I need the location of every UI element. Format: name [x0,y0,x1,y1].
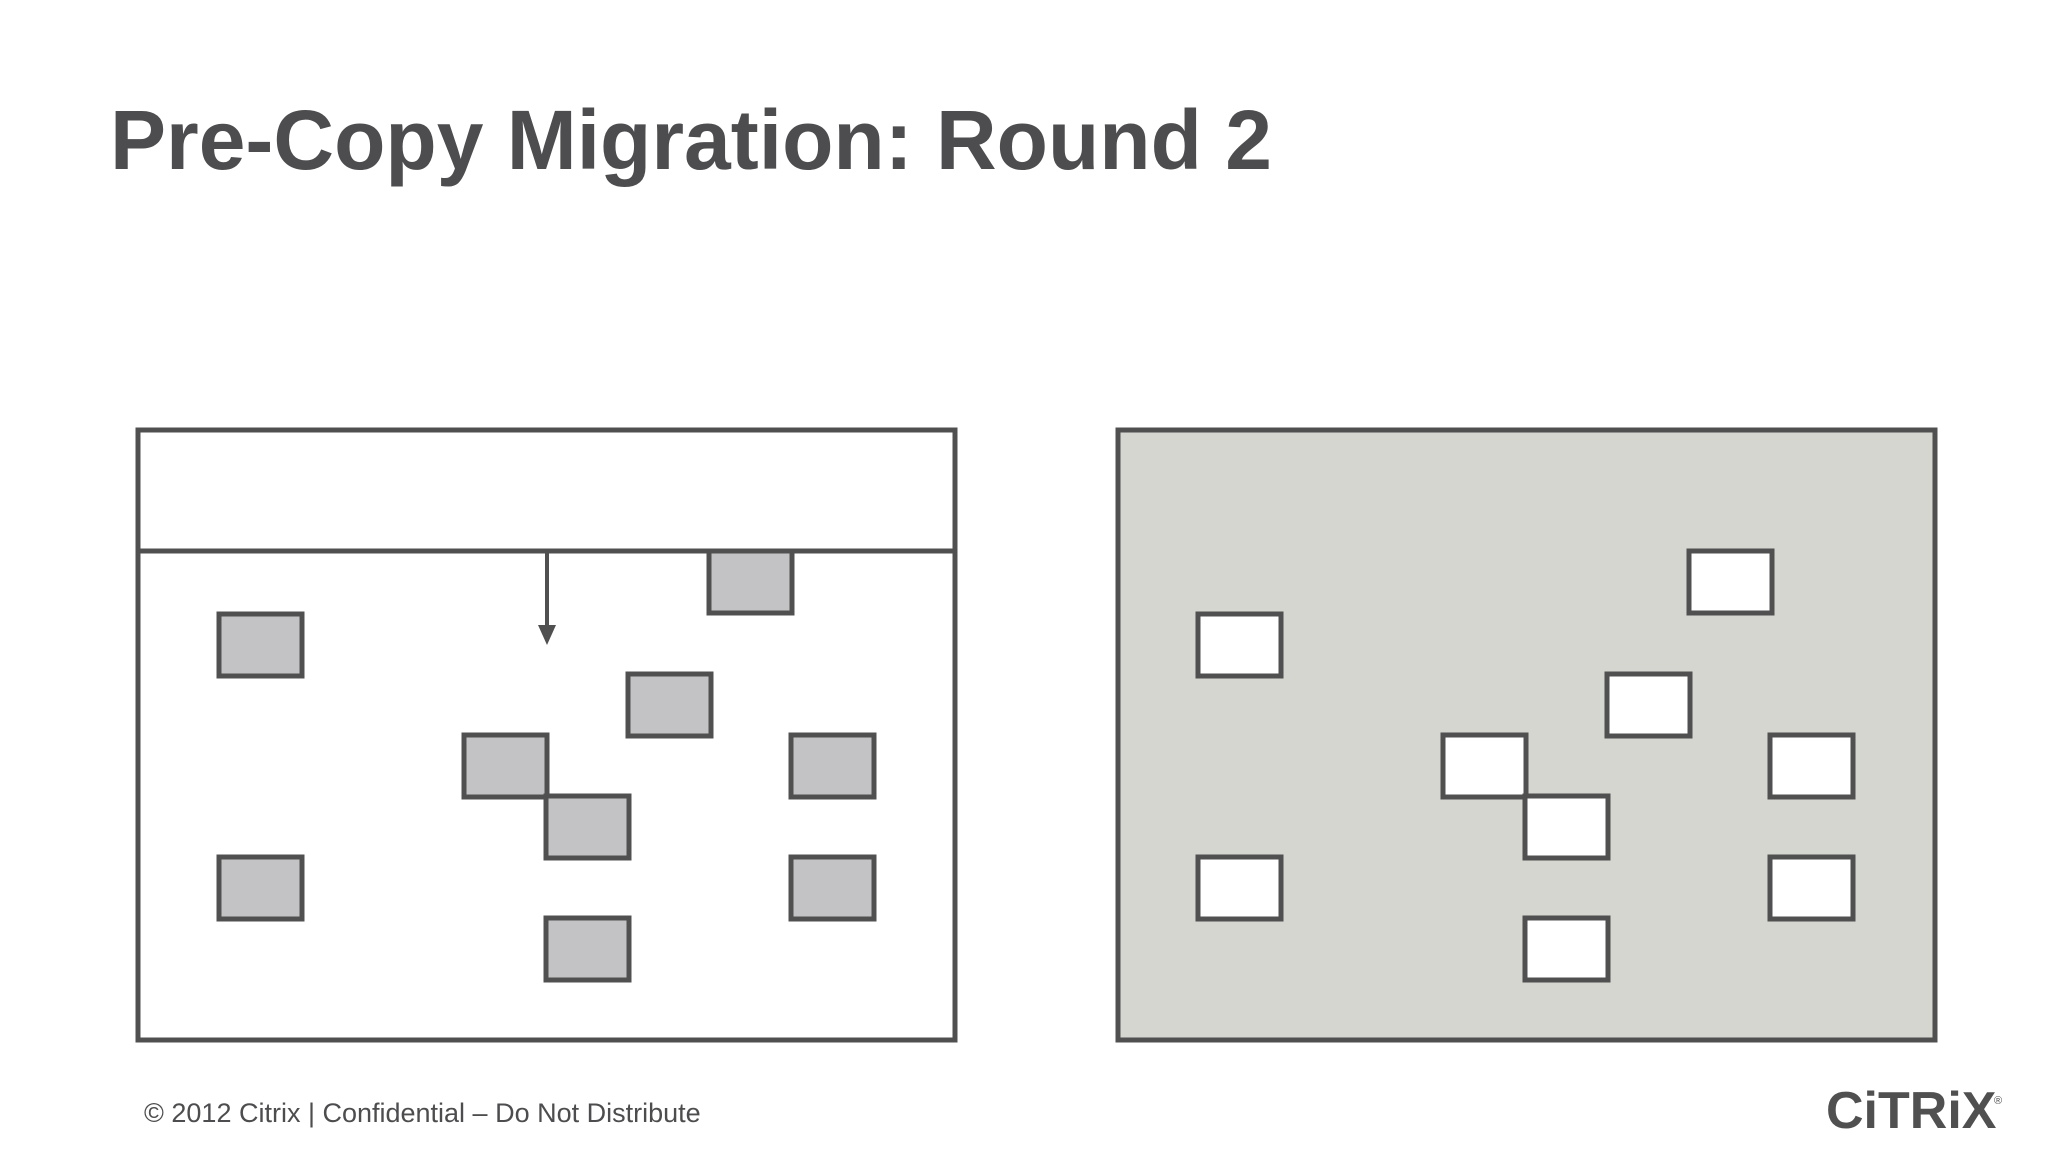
source-page [543,915,632,983]
destination-host [1115,427,1938,1043]
destination-page [1686,548,1775,616]
destination-page [1440,732,1529,800]
copy-pointer-arrow [538,553,556,645]
source-page [788,732,877,800]
logo-trademark: ® [1994,1095,2002,1107]
destination-memory-pages [1195,548,1856,983]
source-host [135,427,958,1043]
destination-page [1195,854,1284,922]
logo-wordmark: CiTRiX [1826,1082,1997,1140]
destination-page [1767,854,1856,922]
destination-page [1767,732,1856,800]
source-page [216,611,305,679]
citrix-logo: CiTRiX ® [1826,1082,2002,1140]
source-memory-pages [216,548,877,983]
source-page [706,548,795,616]
destination-page [1604,671,1693,739]
arrow-down-icon [538,625,556,645]
destination-page [1195,611,1284,679]
source-page [543,793,632,861]
footer-confidential-notice: © 2012 Citrix | Confidential – Do Not Di… [144,1098,701,1128]
destination-page [1522,915,1611,983]
source-page [216,854,305,922]
destination-page [1522,793,1611,861]
source-page [461,732,550,800]
slide-title: Pre-Copy Migration: Round 2 [110,93,1272,187]
source-page [788,854,877,922]
source-page [625,671,714,739]
